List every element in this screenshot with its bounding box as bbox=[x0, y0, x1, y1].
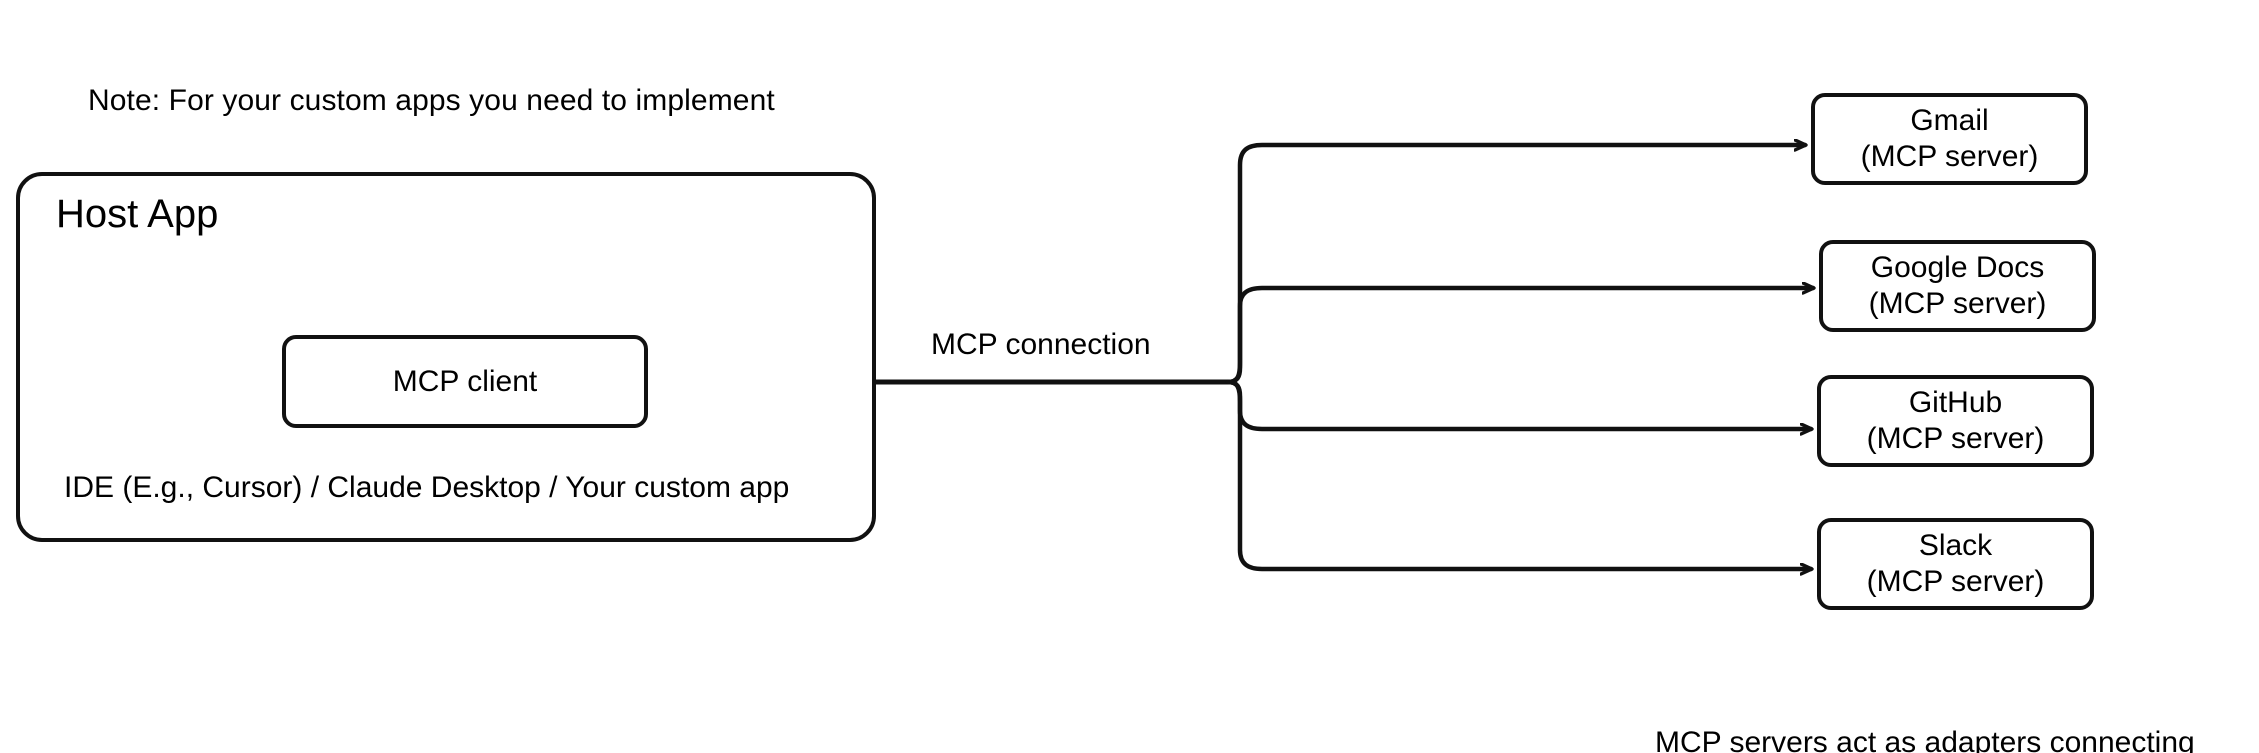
server-role: (MCP server) bbox=[1866, 565, 2045, 598]
server-role: (MCP server) bbox=[1860, 140, 2039, 173]
server-box-github: GitHub (MCP server) bbox=[1817, 375, 2094, 467]
mcp-connection-label: MCP connection bbox=[925, 328, 1157, 362]
server-name: Slack bbox=[1918, 529, 1993, 562]
mcp-servers-caption: MCP servers act as adapters connecting t… bbox=[1655, 655, 2195, 753]
mcp-client-box: MCP client bbox=[282, 335, 648, 428]
host-app-footer-label: IDE (E.g., Cursor) / Claude Desktop / Yo… bbox=[64, 471, 790, 504]
server-box-google-docs: Google Docs (MCP server) bbox=[1819, 240, 2096, 332]
server-name: Gmail bbox=[1910, 104, 1989, 137]
server-box-slack: Slack (MCP server) bbox=[1817, 518, 2094, 610]
server-name: Google Docs bbox=[1870, 251, 2045, 284]
server-role: (MCP server) bbox=[1866, 422, 2045, 455]
server-box-gmail: Gmail (MCP server) bbox=[1811, 93, 2088, 185]
host-app-title: Host App bbox=[56, 192, 219, 236]
mcp-client-label: MCP client bbox=[392, 364, 538, 398]
caption-line-1: MCP servers act as adapters connecting bbox=[1655, 726, 2195, 753]
note-line-1: Note: For your custom apps you need to i… bbox=[88, 84, 775, 117]
server-name: GitHub bbox=[1908, 386, 2003, 419]
server-role: (MCP server) bbox=[1868, 287, 2047, 320]
